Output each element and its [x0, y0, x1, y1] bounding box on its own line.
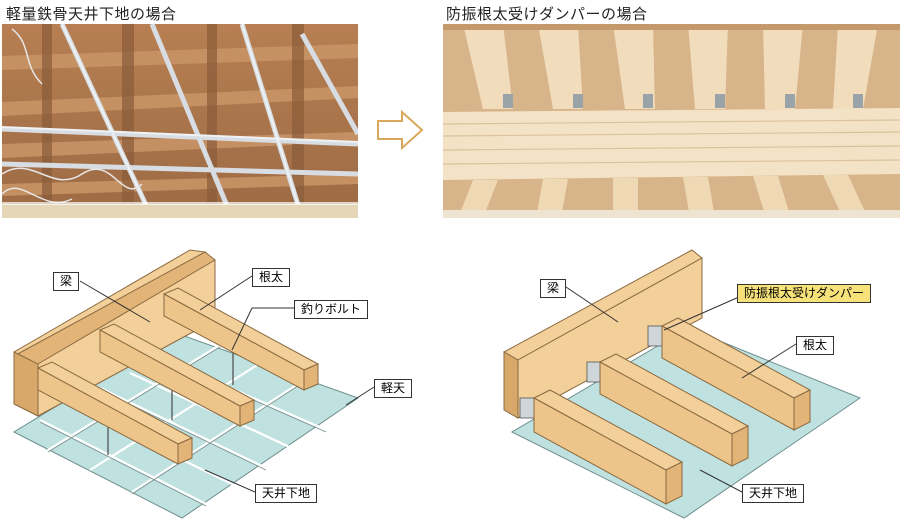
- right-dampers: [519, 325, 665, 419]
- right-beam: [502, 249, 703, 419]
- label-left-beam: 梁: [53, 272, 80, 291]
- left-title: 軽量鉄骨天井下地の場合: [6, 5, 177, 23]
- right-photo: [443, 24, 900, 218]
- label-left-light-steel: 軽天: [374, 379, 413, 398]
- right-joists: [532, 317, 812, 505]
- right-ceiling-board: [510, 327, 862, 519]
- label-right-beam: 梁: [540, 279, 567, 298]
- label-left-ceiling-base: 天井下地: [255, 484, 318, 503]
- label-right-ceiling-base: 天井下地: [742, 484, 805, 503]
- label-left-hanging-bolt: 釣りボルト: [294, 300, 369, 319]
- left-joists: [36, 287, 320, 465]
- left-beam: [13, 249, 216, 417]
- label-right-joist: 根太: [796, 336, 835, 355]
- right-arrow-icon: [377, 110, 424, 150]
- right-title: 防振根太受けダンパーの場合: [446, 5, 648, 23]
- left-photo: [2, 24, 358, 218]
- label-left-joist: 根太: [252, 268, 291, 287]
- label-right-damper: 防振根太受けダンパー: [737, 284, 872, 303]
